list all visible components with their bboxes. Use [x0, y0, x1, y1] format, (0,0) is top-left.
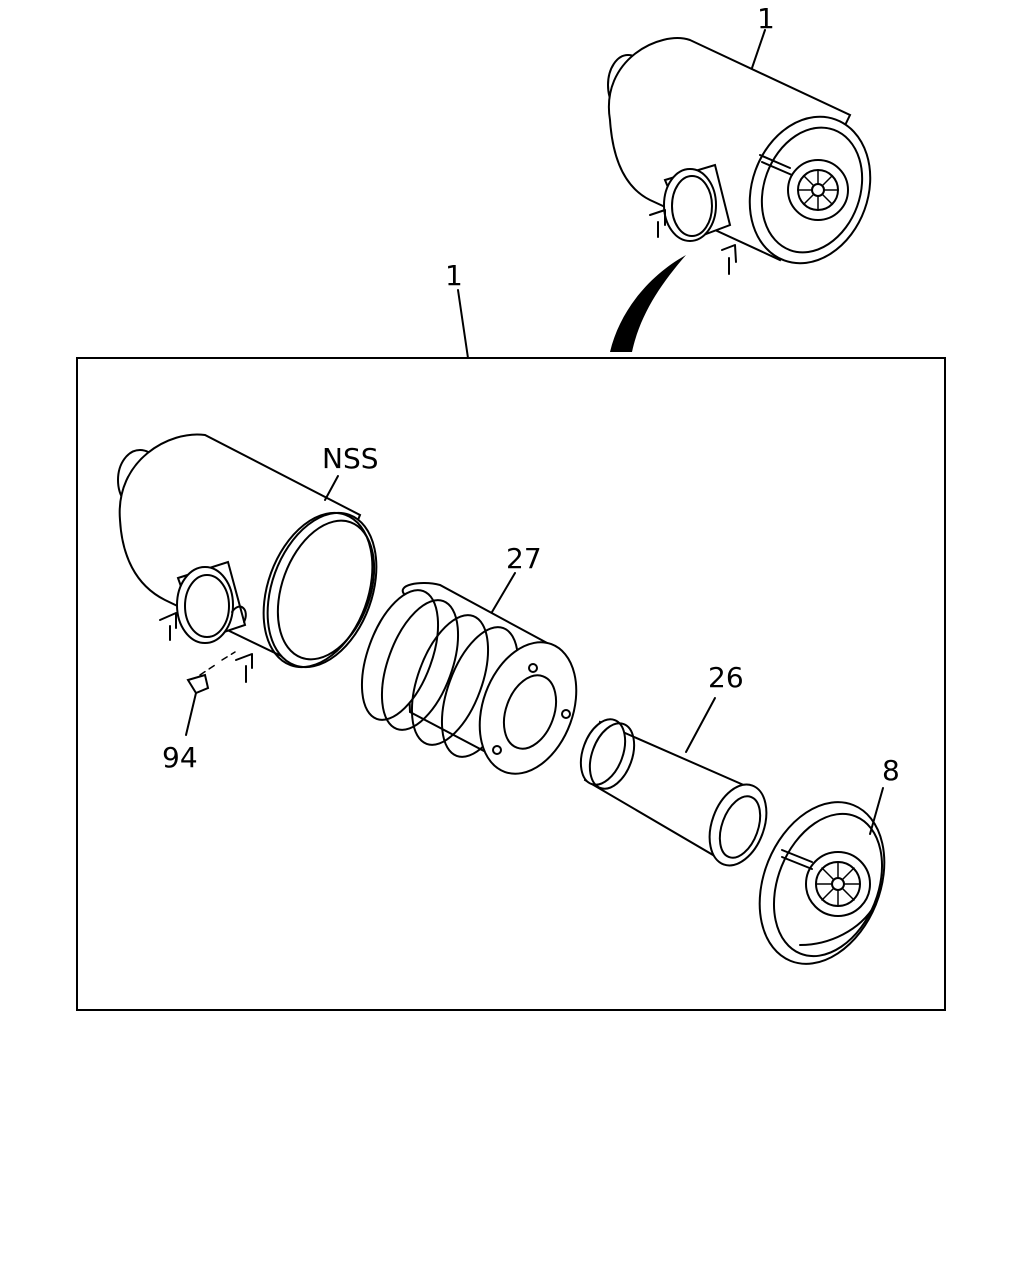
callout-outer-element: 27	[506, 542, 542, 575]
leader-housing	[324, 475, 339, 501]
zoom-arrow	[610, 255, 686, 352]
top-mount-bolts	[649, 209, 737, 275]
inner-filter-element	[579, 718, 768, 867]
callout-cover: 8	[882, 754, 900, 787]
exploded-view-frame	[76, 357, 946, 1011]
callout-assembly-top: 1	[757, 2, 775, 35]
leader-inner-element	[685, 697, 716, 753]
leader-cover	[869, 787, 884, 835]
leader-assembly-box	[457, 289, 469, 359]
callout-inner-element: 26	[708, 661, 744, 694]
callout-housing: NSS	[322, 442, 379, 475]
assembled-air-cleaner	[607, 37, 872, 275]
end-cover	[758, 801, 886, 965]
housing-body	[117, 433, 378, 683]
callout-assembly-box: 1	[445, 259, 463, 292]
restriction-indicator	[185, 673, 210, 736]
leader-assembly-top	[751, 29, 766, 69]
outer-filter-element	[360, 582, 578, 775]
callout-sensor: 94	[162, 741, 198, 774]
leader-outer-element	[491, 572, 516, 613]
